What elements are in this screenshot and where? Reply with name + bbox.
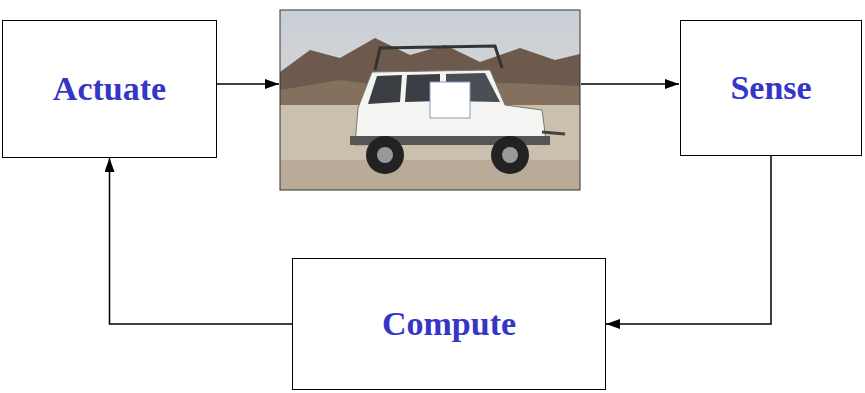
arrow-line — [217, 83, 279, 85]
window — [368, 75, 402, 104]
process-box: Actuate — [2, 20, 217, 158]
sign — [430, 82, 470, 118]
box-label: Actuate — [53, 69, 166, 108]
connector-arrow — [606, 156, 771, 324]
box-label: Compute — [382, 304, 516, 343]
wheel — [366, 136, 404, 174]
arrow-line — [581, 83, 679, 85]
connector-arrow — [110, 158, 293, 324]
ground-shadow — [280, 160, 580, 190]
vehicle-body — [355, 70, 546, 145]
photo-frame — [280, 10, 580, 190]
process-box: Sense — [680, 20, 862, 156]
process-box: Compute — [292, 258, 606, 390]
box-label: Sense — [730, 68, 811, 107]
vehicle-photo — [280, 10, 580, 190]
roll-bar — [375, 46, 502, 70]
wheel — [491, 136, 529, 174]
hub — [502, 147, 518, 163]
hub — [377, 147, 393, 163]
tow-bar — [542, 132, 565, 134]
sky — [280, 10, 580, 190]
